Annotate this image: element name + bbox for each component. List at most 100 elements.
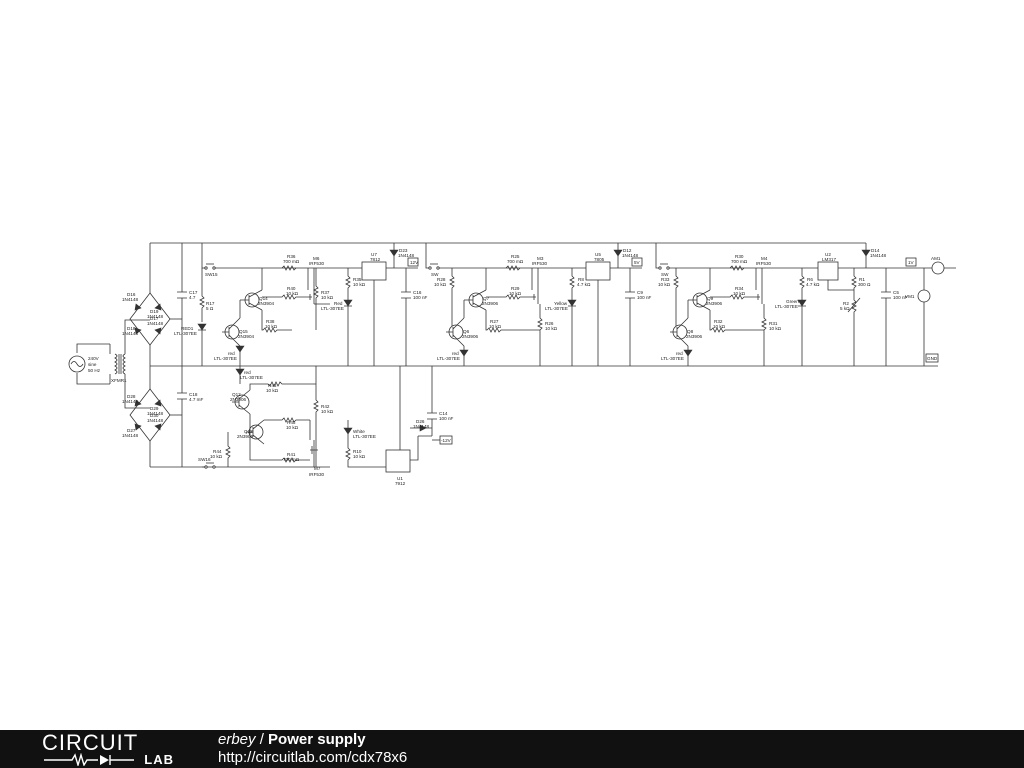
component-label-red_c: red bbox=[244, 370, 251, 375]
stage-neg12v: red LTL-307EE Q12 2N3906 R43 10 kΩ Q13 2… bbox=[198, 366, 453, 486]
component-label-led_w: LTL-307EE bbox=[353, 434, 376, 439]
component-label-n5v: 5V bbox=[634, 260, 641, 265]
component-label-r35v: 10 kΩ bbox=[353, 282, 366, 287]
component-label-m6: M6 bbox=[313, 256, 320, 261]
component-label-r32v: 10 kΩ bbox=[713, 324, 726, 329]
component-label-m3v: IRF530 bbox=[532, 261, 548, 266]
component-label-red_d: red bbox=[452, 351, 459, 356]
component-label-r45: R45 bbox=[287, 420, 296, 425]
component-label-r26v: 10 kΩ bbox=[545, 326, 558, 331]
source-label-3: 50 Hz bbox=[88, 368, 101, 373]
component-label-r43: R43 bbox=[268, 383, 277, 388]
component-label-u7v: 7812 bbox=[370, 257, 381, 262]
logo-text-circuit: CIRCUIT bbox=[42, 730, 139, 755]
circuitlab-logo[interactable]: CIRCUIT LAB bbox=[42, 732, 178, 766]
component-label-m3: M3 bbox=[537, 256, 544, 261]
component-label-n12: 12V bbox=[410, 260, 419, 265]
component-label-r25: R25 bbox=[511, 254, 520, 259]
component-label-q6v: 2N3906 bbox=[462, 334, 479, 339]
component-label-green: Green bbox=[786, 299, 799, 304]
component-label-r34v: 10 kΩ bbox=[733, 291, 746, 296]
component-label-r37v: 10 kΩ bbox=[321, 295, 334, 300]
component-label-d19v: 1N4148 bbox=[147, 314, 164, 319]
project-title[interactable]: Power supply bbox=[268, 731, 366, 748]
stage-adj: SW R33 10 kΩ R30 700 mΩ R34 10 kΩ Q9 2N3… bbox=[655, 243, 956, 366]
cap-c17: C17 4.7 bbox=[177, 243, 198, 366]
component-label-r6: R6 bbox=[807, 277, 813, 282]
component-label-d14: D14 bbox=[871, 248, 880, 253]
component-label-d16v: 1N4148 bbox=[122, 297, 139, 302]
component-label-d30v: 1N4148 bbox=[147, 418, 164, 423]
component-label-r34: R34 bbox=[735, 286, 744, 291]
component-label-led_c: LTL-307EE bbox=[240, 375, 263, 380]
component-label-m7: M7 bbox=[314, 466, 321, 471]
component-label-r8v: 4.7 kΩ bbox=[577, 282, 591, 287]
component-label-red_a: Red bbox=[334, 301, 343, 306]
component-label-u1v: 7912 bbox=[395, 481, 406, 486]
component-label-sw16: SW16 bbox=[198, 457, 211, 462]
component-label-q6: Q6 bbox=[463, 329, 470, 334]
component-label-d29v: 1N4148 bbox=[147, 411, 164, 416]
component-label-led_b: LTL-307EE bbox=[214, 356, 237, 361]
component-label-r17v: 5 Ω bbox=[206, 306, 214, 311]
component-label-led_d: LTL-307EE bbox=[437, 356, 460, 361]
component-label-r44v: 10 kΩ bbox=[210, 454, 223, 459]
component-label-r30v: 700 mΩ bbox=[731, 259, 748, 264]
component-label-red1: RED1 bbox=[181, 326, 194, 331]
component-label-d16: D16 bbox=[127, 292, 136, 297]
component-label-d28v: 1N4148 bbox=[122, 399, 139, 404]
component-label-sw15: SW15 bbox=[205, 272, 218, 277]
component-label-c16: C16 bbox=[413, 290, 422, 295]
author-name[interactable]: erbey bbox=[218, 731, 256, 748]
component-label-u7: U7 bbox=[371, 252, 377, 257]
component-label-r38: R38 bbox=[266, 319, 275, 324]
component-label-r33v: 10 kΩ bbox=[658, 282, 671, 287]
component-label-gnd: GND bbox=[927, 356, 938, 361]
component-label-u5v: 7805 bbox=[594, 257, 605, 262]
component-label-r36v: 700 mΩ bbox=[283, 259, 300, 264]
component-label-d19: D19 bbox=[150, 309, 159, 314]
component-label-u2v: LM317 bbox=[822, 257, 836, 262]
component-label-c16v: 100 nF bbox=[413, 295, 427, 300]
component-label-r35: R35 bbox=[353, 277, 362, 282]
component-label-d26v: 1N4148 bbox=[413, 424, 430, 429]
component-label-q14: Q14 bbox=[259, 296, 268, 301]
component-label-r25v: 700 mΩ bbox=[507, 259, 524, 264]
component-label-m4v: IRF530 bbox=[756, 261, 772, 266]
circuit-schematic: 240V sine 50 Hz XFMR1 D16 1N4148 D19 1N4… bbox=[68, 242, 956, 486]
component-label-r28v: 10 kΩ bbox=[434, 282, 447, 287]
component-label-yellow: Yellow bbox=[554, 301, 568, 306]
xfmr-label: XFMR1 bbox=[111, 378, 127, 383]
component-label-d23: D23 bbox=[399, 248, 408, 253]
component-label-sw2: SW bbox=[661, 272, 669, 277]
component-label-r10: R10 bbox=[353, 449, 362, 454]
component-label-c18: C18 bbox=[189, 392, 198, 397]
transformer-xfmr1: XFMR1 bbox=[109, 319, 150, 409]
component-label-d27v: 1N4148 bbox=[122, 433, 139, 438]
bridge-upper: D16 1N4148 D19 1N4148 D18 1N4148 D17 1N4… bbox=[122, 243, 182, 467]
component-label-q14v: 2N3904 bbox=[258, 301, 275, 306]
cap-c18: C18 4.7 mF bbox=[177, 366, 203, 467]
component-label-q7v: 2N3906 bbox=[482, 301, 499, 306]
component-label-q12v: 2N3906 bbox=[230, 397, 247, 402]
component-label-r17: R17 bbox=[206, 301, 215, 306]
stage-12v: SW15 R17 5 Ω RED1 LTL-307EE R36 700 mΩ R… bbox=[174, 243, 427, 366]
component-label-led_e: LTL-307EE bbox=[661, 356, 684, 361]
component-label-r26: R26 bbox=[545, 321, 554, 326]
component-label-r10v: 10 kΩ bbox=[353, 454, 366, 459]
component-label-r29v: 10 kΩ bbox=[509, 291, 522, 296]
component-label-c14v: 100 nF bbox=[439, 416, 453, 421]
component-label-sw: SW bbox=[431, 272, 439, 277]
component-label-u2: U2 bbox=[825, 252, 831, 257]
component-label-c9v: 100 nF bbox=[637, 295, 651, 300]
component-label-r42v: 10 kΩ bbox=[321, 409, 334, 414]
component-label-c14: C14 bbox=[439, 411, 448, 416]
project-url-link[interactable]: http://circuitlab.com/cdx78x6 bbox=[218, 749, 408, 766]
schematic-canvas: 240V sine 50 Hz XFMR1 D16 1N4148 D19 1N4… bbox=[68, 242, 956, 486]
component-label-r41v: 700 mΩ bbox=[283, 457, 300, 462]
component-label-n12v: -12V bbox=[441, 438, 452, 443]
component-label-q12: Q12 bbox=[232, 392, 241, 397]
component-label-white: White bbox=[353, 429, 365, 434]
component-label-q9: Q9 bbox=[707, 296, 714, 301]
component-label-nv: 1V bbox=[908, 260, 915, 265]
